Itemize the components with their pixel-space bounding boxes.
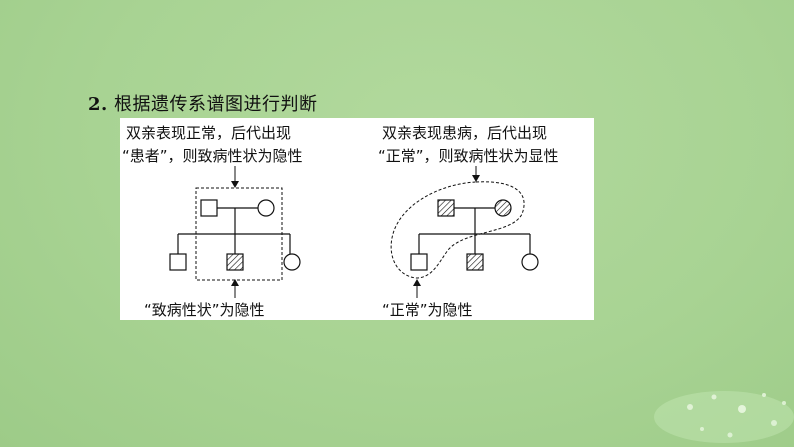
heading-title: 根据遗传系谱图进行判断: [114, 94, 318, 115]
right-up-arrowhead: [413, 279, 421, 286]
right-mother-affected-female: [494, 199, 512, 217]
left-caption-line1: 双亲表现正常，后代出现: [126, 124, 291, 142]
left-son-affected-male: [226, 253, 244, 271]
left-father-normal-male: [200, 199, 218, 217]
pedigree-diagrams: 双亲表现正常，后代出现 “患者”，则致病性状为隐性 “致病性状”为隐性 双亲表现…: [122, 124, 559, 319]
right-conclusion: “正常”为隐性: [382, 301, 473, 319]
left-caption-line2: “患者”，则致病性状为隐性: [122, 147, 303, 165]
right-caption-line2: “正常”，则致病性状为显性: [378, 147, 559, 165]
right-son-affected-male: [466, 253, 484, 271]
right-son-normal-male: [410, 253, 428, 271]
left-mother-normal-female: [257, 199, 275, 217]
left-conclusion: “致病性状”为隐性: [144, 301, 265, 319]
left-daughter-normal-female: [283, 253, 301, 271]
right-father-affected-male: [437, 199, 455, 217]
left-up-arrowhead: [231, 279, 239, 286]
right-daughter-normal-female: [521, 253, 539, 271]
section-heading: 2. 根据遗传系谱图进行判断: [88, 90, 318, 116]
left-son-normal-male: [169, 253, 187, 271]
right-caption-line1: 双亲表现患病，后代出现: [382, 124, 547, 142]
right-arrowhead: [472, 175, 480, 182]
heading-number: 2.: [88, 94, 108, 115]
pedigree-figure: 双亲表现正常，后代出现 “患者”，则致病性状为隐性 “致病性状”为隐性 双亲表现…: [120, 118, 594, 320]
left-arrowhead: [231, 181, 239, 188]
water-droplets-decoration: [654, 391, 794, 443]
right-dashed-enclosure: [390, 181, 525, 279]
